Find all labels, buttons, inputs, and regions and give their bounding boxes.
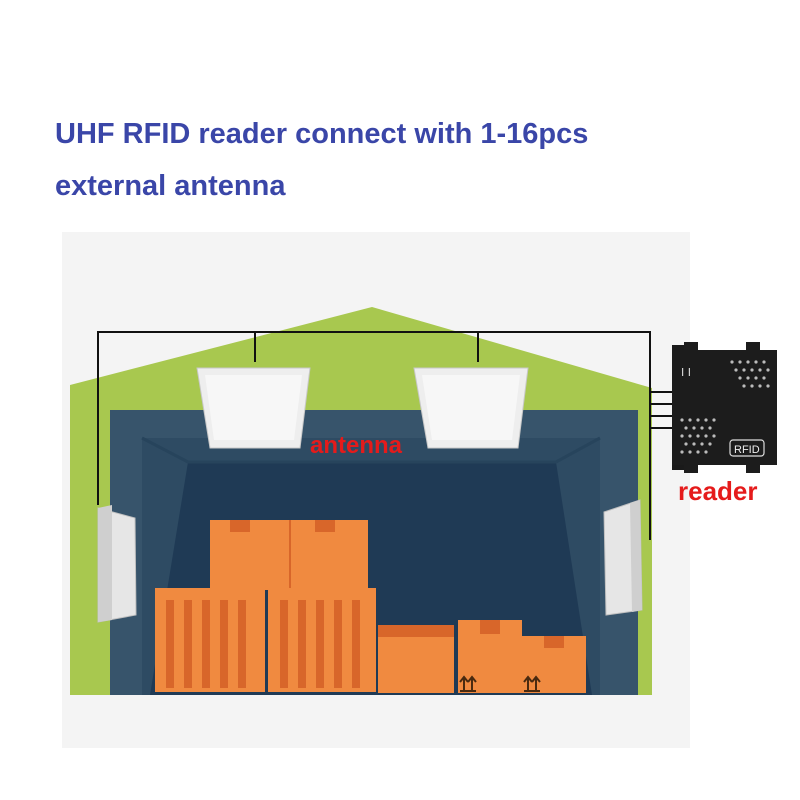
box-stack-back (210, 520, 368, 590)
box-tape (230, 520, 250, 532)
box-tape (315, 520, 335, 532)
reader-badge: RFID (734, 444, 760, 456)
crate-slat (184, 600, 192, 688)
reader-vent-holes (680, 360, 770, 454)
crate-slat (238, 600, 246, 688)
reader-tab-bottom-left (684, 463, 698, 473)
title-line-1: UHF RFID reader connect with 1-16pcs (55, 118, 589, 150)
crate-slat (334, 600, 342, 688)
reader-tab-top-left (684, 342, 698, 352)
box-lid (378, 625, 454, 637)
reader-badge-frame (729, 439, 765, 457)
page-title: UHF RFID reader connect with 1-16pcs ext… (55, 108, 588, 212)
antenna-panel-left-wall-edge (98, 505, 112, 622)
antenna-panel-middle-face (422, 375, 520, 440)
reader-tab-top-right (746, 342, 760, 352)
reader-model-mark: I I (681, 366, 691, 379)
antenna-panel-right-wall-edge (630, 500, 642, 612)
antenna-cables (97, 331, 672, 540)
crate-slat (202, 600, 210, 688)
perspective-line-right (555, 436, 601, 464)
box-stack-right (378, 620, 586, 693)
box-tape (544, 636, 564, 648)
antenna-label: antenna (310, 432, 403, 459)
antenna-panel-left-face (205, 375, 302, 440)
this-side-up-icon (459, 675, 541, 692)
crate-middle (268, 588, 376, 692)
crate-left (155, 588, 265, 692)
crate-slat (298, 600, 306, 688)
antenna-panel-icon (196, 367, 529, 449)
rfid-reader-icon: I I RFID (672, 342, 777, 473)
crate-slat (316, 600, 324, 688)
title-line-2: external antenna (55, 170, 286, 202)
crate-slat (166, 600, 174, 688)
perspective-line-left (141, 436, 189, 464)
crate-slat (352, 600, 360, 688)
reader-label: reader (678, 476, 758, 506)
reader-tab-bottom-right (746, 463, 760, 473)
side-antenna-icon (97, 499, 643, 623)
box-tape (480, 620, 500, 634)
crate-slat (220, 600, 228, 688)
crate-slat (280, 600, 288, 688)
